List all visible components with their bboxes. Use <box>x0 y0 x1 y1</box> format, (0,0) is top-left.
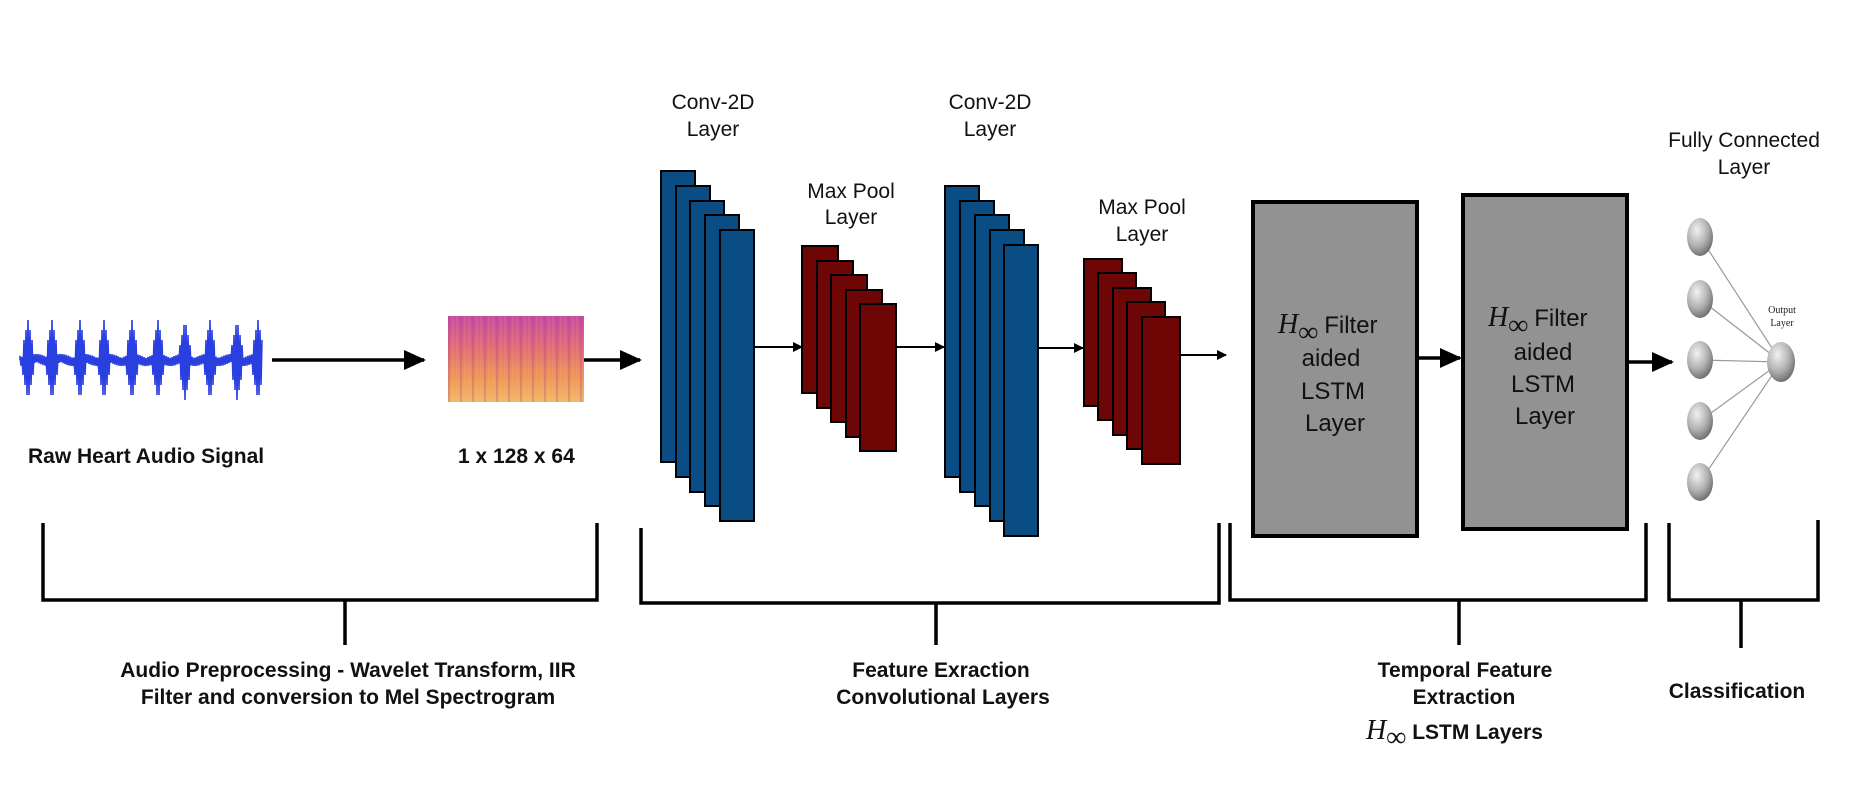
lstm-layer-1-box <box>1251 200 1419 538</box>
fully-connected-layer <box>1687 218 1795 501</box>
feature-section-label-line1: Feature Exraction <box>852 659 1029 682</box>
lstm2-line4: Layer <box>1515 403 1575 430</box>
spectrogram-shape-label: 1 x 128 x 64 <box>458 445 575 468</box>
lstm2-line2: aided <box>1514 339 1573 366</box>
classification-section-label: Classification <box>1669 680 1806 703</box>
fc-label-line1: Fully Connected <box>1668 129 1820 152</box>
output-neuron <box>1767 342 1795 382</box>
maxpool-layer-1 <box>801 245 897 452</box>
conv2d-layer-1 <box>660 170 755 522</box>
lstm1-line3: LSTM <box>1301 378 1365 405</box>
lstm1-title: H∞Filter <box>1277 309 1378 348</box>
lstm-layer-2-box <box>1461 193 1629 531</box>
conv1-label-line2: Layer <box>687 118 740 141</box>
lstm2-title: H∞Filter <box>1487 302 1588 341</box>
raw-audio-waveform <box>19 319 263 401</box>
pool2-label-line1: Max Pool <box>1098 196 1186 219</box>
fc-neuron <box>1687 402 1713 440</box>
bracket-classification <box>1667 520 1820 648</box>
temporal-section-label-line1: Temporal Feature <box>1378 659 1553 682</box>
fc-label-line2: Layer <box>1718 156 1771 179</box>
pool2-label-line2: Layer <box>1116 223 1169 246</box>
bracket-feature-extraction <box>639 523 1221 645</box>
raw-signal-label: Raw Heart Audio Signal <box>28 445 264 468</box>
lstm2-line3: LSTM <box>1511 371 1575 398</box>
fc-neuron <box>1687 218 1713 256</box>
bracket-preprocessing <box>41 523 599 645</box>
lstm1-line4: Layer <box>1305 410 1365 437</box>
pool1-label-line2: Layer <box>825 206 878 229</box>
fc-neuron <box>1687 280 1713 318</box>
lstm1-line2: aided <box>1302 345 1361 372</box>
pool1-label-line1: Max Pool <box>807 180 895 203</box>
conv2-label-line2: Layer <box>964 118 1017 141</box>
preprocessing-section-label-line1: Audio Preprocessing - Wavelet Transform,… <box>120 659 576 682</box>
temporal-section-label-line2: Extraction <box>1413 686 1516 709</box>
maxpool-layer-2 <box>1083 258 1181 465</box>
fc-neuron <box>1687 463 1713 501</box>
conv1-label-line1: Conv-2D <box>672 91 755 114</box>
conv2-label-line1: Conv-2D <box>949 91 1032 114</box>
fc-neuron <box>1687 341 1713 379</box>
output-layer-label-line1: Output <box>1768 305 1796 316</box>
temporal-section-label-line3: H∞LSTM Layers <box>1365 715 1543 753</box>
preprocessing-section-label-line2: Filter and conversion to Mel Spectrogram <box>141 686 555 709</box>
mel-spectrogram <box>448 316 584 402</box>
output-layer-label-line2: Layer <box>1770 318 1794 329</box>
conv2d-layer-2 <box>944 185 1039 537</box>
feature-section-label-line2: Convolutional Layers <box>836 686 1050 709</box>
bracket-temporal <box>1228 523 1648 645</box>
